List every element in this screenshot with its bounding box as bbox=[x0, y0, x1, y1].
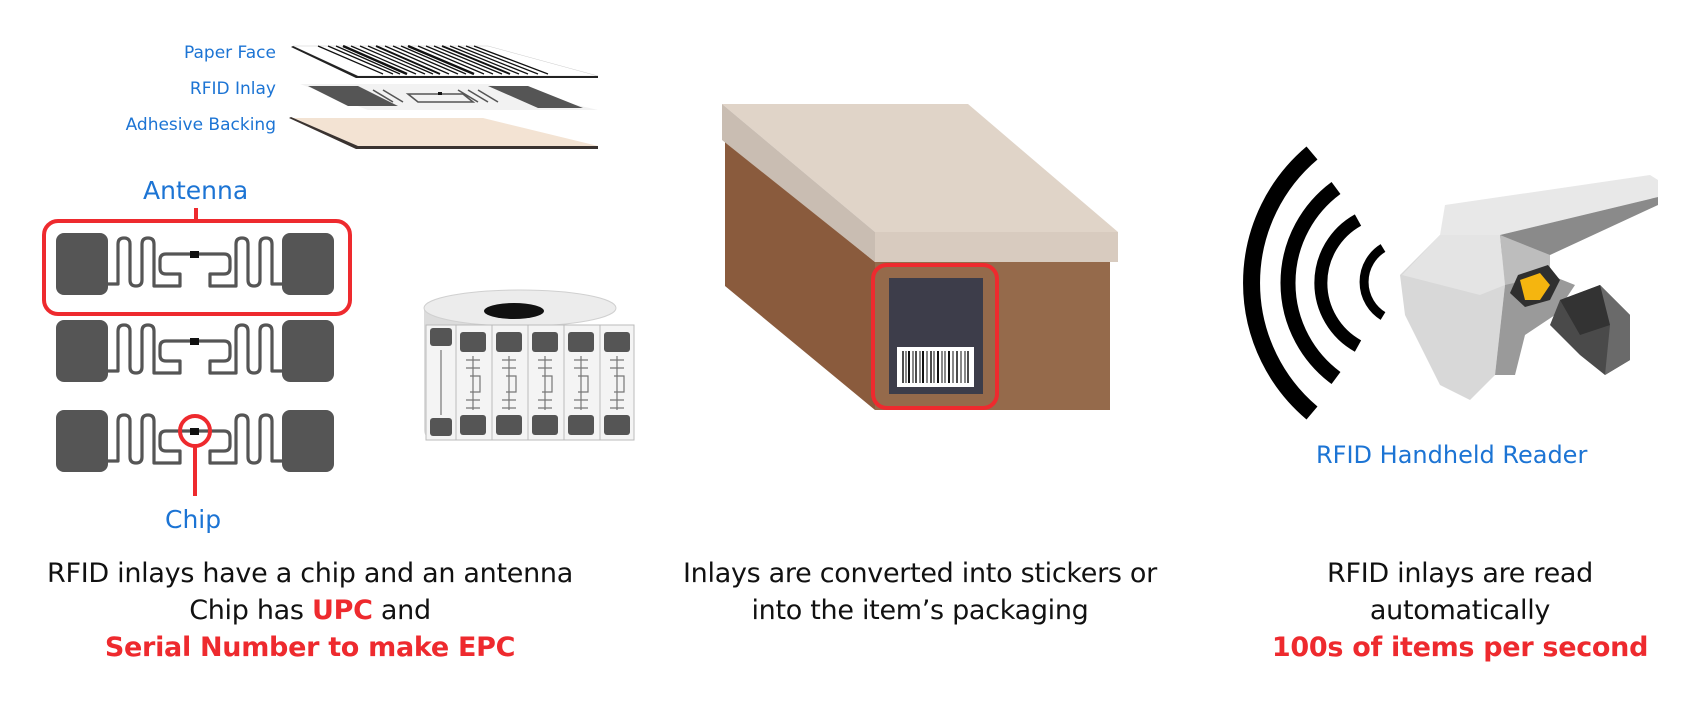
device-label: RFID Handheld Reader bbox=[1316, 441, 1588, 469]
callout-chip: Chip bbox=[165, 505, 222, 534]
caption-reader: RFID inlays are read automatically 100s … bbox=[1260, 555, 1660, 666]
antenna-highlight-box bbox=[42, 219, 352, 316]
upc-highlight: UPC bbox=[311, 595, 373, 626]
exploded-layers-illustration bbox=[289, 44, 599, 149]
callout-antenna: Antenna bbox=[143, 176, 249, 205]
caption-packaging-line1: Inlays are converted into stickers or bbox=[683, 558, 1157, 589]
layer-label-rfid-inlay: RFID Inlay bbox=[189, 79, 276, 99]
inlay-roll-illustration bbox=[423, 289, 635, 441]
caption-inlay-line3: Serial Number to make EPC bbox=[104, 632, 516, 663]
caption-inlay: RFID inlays have a chip and an antenna C… bbox=[30, 555, 590, 666]
caption-reader-line2: automatically bbox=[1369, 595, 1551, 626]
caption-reader-line1: RFID inlays are read bbox=[1327, 558, 1593, 589]
shoebox-illustration bbox=[722, 104, 1118, 410]
label-highlight-box bbox=[871, 263, 999, 410]
caption-packaging: Inlays are converted into stickers or in… bbox=[660, 555, 1180, 629]
rfid-inlay-layer bbox=[300, 84, 598, 110]
antenna-callout-line bbox=[194, 208, 198, 220]
caption-inlay-line1: RFID inlays have a chip and an antenna bbox=[47, 558, 573, 589]
paper-face-layer bbox=[291, 44, 599, 78]
layer-label-adhesive-backing: Adhesive Backing bbox=[125, 115, 276, 135]
caption-reader-line3: 100s of items per second bbox=[1271, 632, 1649, 663]
adhesive-backing-layer bbox=[289, 117, 598, 149]
layer-label-paper-face: Paper Face bbox=[184, 43, 276, 63]
caption-inlay-line2: Chip has UPC and bbox=[189, 595, 431, 626]
handheld-reader-icon bbox=[1400, 175, 1658, 400]
radio-waves-icon bbox=[1243, 146, 1386, 420]
inlay-antennas-illustration bbox=[42, 219, 352, 496]
caption-packaging-line2: into the item’s packaging bbox=[751, 595, 1089, 626]
roll-tag bbox=[430, 328, 452, 436]
